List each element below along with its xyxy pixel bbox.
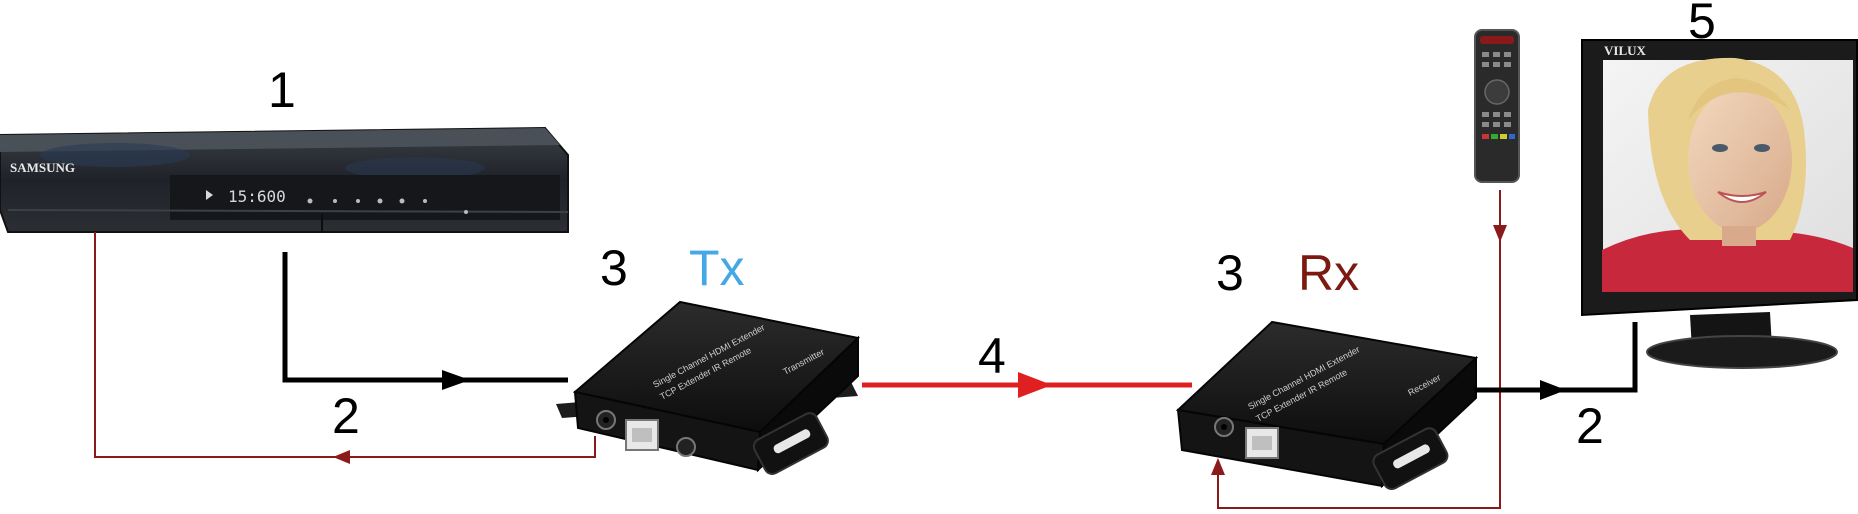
hdmi-cable-left-number-label: 2	[332, 388, 360, 444]
blu-ray-player: SAMSUNG 15:600	[0, 126, 569, 233]
hdmi-cable-right	[1474, 322, 1638, 400]
player-brand-text: SAMSUNG	[10, 160, 75, 175]
network-cable-number-label: 4	[978, 328, 1006, 384]
receiver-unit: Single Channel HDMI Extender TCP Extende…	[1175, 320, 1479, 491]
monitor-brand-text: VILUX	[1604, 43, 1647, 58]
ir-input-line-right	[1211, 190, 1507, 509]
ir-return-line-left	[94, 232, 596, 464]
player-display-text: 15:600	[228, 187, 286, 206]
monitor-number-label: 5	[1688, 0, 1716, 49]
monitor: VILUX	[1581, 39, 1858, 369]
player-number-label: 1	[268, 62, 296, 118]
receiver-tag-label: Rx	[1298, 245, 1359, 301]
hdmi-cable-left	[282, 252, 568, 390]
receiver-number-label: 3	[1216, 245, 1244, 301]
monitor-screen-image	[1602, 57, 1853, 292]
hdmi-cable-right-number-label: 2	[1576, 398, 1604, 454]
transmitter-tag-label: Tx	[689, 240, 745, 296]
transmitter-number-label: 3	[600, 240, 628, 296]
network-cable	[862, 372, 1192, 398]
transmitter-unit: Single Channel HDMI Extender TCP Extende…	[556, 300, 861, 475]
remote-control	[1474, 29, 1520, 183]
